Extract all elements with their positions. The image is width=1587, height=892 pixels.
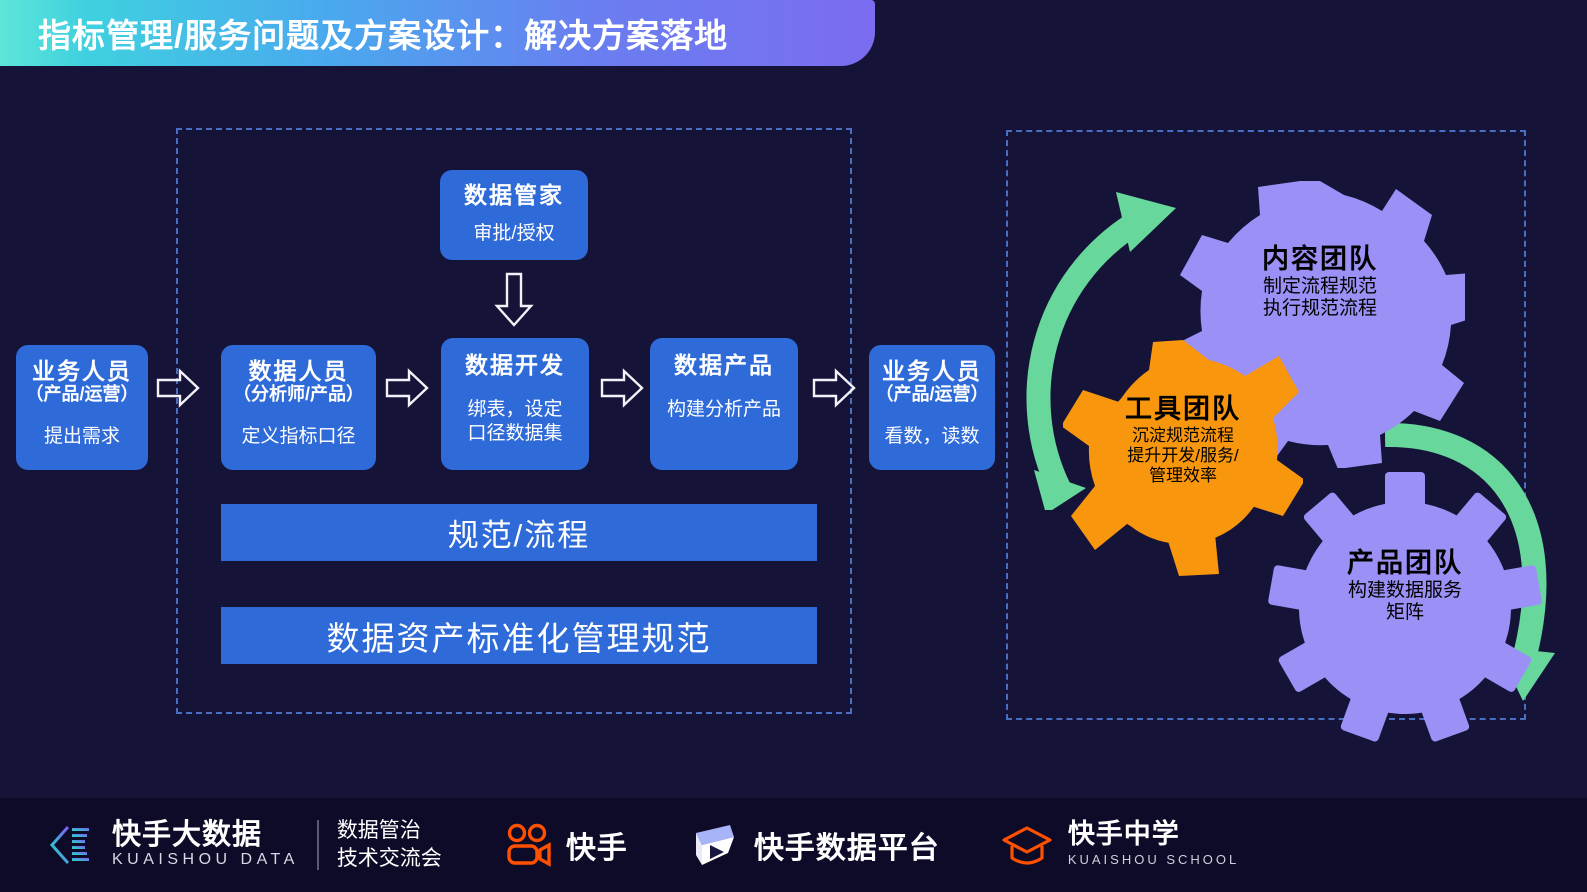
title-banner: 指标管理/服务问题及方案设计：解决方案落地 (0, 0, 875, 66)
page-title: 指标管理/服务问题及方案设计：解决方案落地 (38, 17, 729, 54)
flow-box-desc-line1: 绑表，设定 (467, 399, 563, 421)
logo-wordmark-cn: 快手 (565, 832, 628, 865)
logo-kuaishou-data-platform: 快手数据平台 (688, 821, 940, 869)
flow-box-desc-line2: 口径数据集 (467, 423, 563, 445)
flow-box-title: 数据产品 (674, 352, 774, 378)
event-name-line2: 技术交流会 (336, 847, 442, 870)
bar-label: 数据资产标准化管理规范 (326, 619, 712, 657)
left-dashed-container (176, 128, 852, 714)
green-arc-up-icon (1026, 192, 1176, 510)
flow-box-desc: 定义指标口径 (241, 426, 356, 448)
gear-shape-icon (1268, 472, 1542, 742)
kuaishou-data-platform-logo-icon (695, 825, 734, 865)
bar-data-asset-standard[interactable]: 数据资产标准化管理规范 (221, 607, 817, 664)
kuaishou-logo-icon (507, 823, 551, 867)
logo-wordmark-en: KUAISHOU DATA (112, 851, 299, 869)
right-arrow-outline-icon (156, 368, 200, 408)
flow-box-title: 业务人员 (32, 358, 132, 384)
flow-box-title: 数据人员 (248, 358, 349, 384)
gear-desc-line2: 执行规范流程 (1262, 298, 1377, 320)
kuaishou-data-logo-icon (47, 826, 89, 864)
logo-wordmark-cn: 快手大数据 (112, 818, 263, 851)
logo-kuaishou-school: 快手中学 KUAISHOU SCHOOL (1000, 820, 1239, 869)
right-arrow-outline-icon (812, 368, 856, 408)
gear-label-group: 产品团队 构建数据服务 矩阵 (1265, 548, 1545, 625)
gear-tool-team[interactable]: 工具团队 沉淀规范流程 提升开发/服务/ 管理效率 (1061, 338, 1305, 578)
flow-box-title: 数据管家 (464, 182, 564, 208)
event-name-line1: 数据管治 (336, 819, 421, 843)
right-arrow-outline-icon (600, 368, 644, 408)
flow-box-title: 业务人员 (882, 358, 982, 384)
flow-box-data-personnel[interactable]: 数据人员 （分析师/产品） 定义指标口径 (221, 345, 376, 470)
gear-label-group: 内容团队 制定流程规范 执行规范流程 (1175, 244, 1465, 321)
footer-bar: 快手大数据 KUAISHOU DATA 数据管治 技术交流会 快手 (0, 798, 1587, 892)
flow-box-desc: 提出需求 (43, 426, 120, 448)
gear-desc-line1: 沉淀规范流程 (1132, 425, 1234, 445)
gear-label-group: 工具团队 沉淀规范流程 提升开发/服务/ 管理效率 (1063, 394, 1303, 486)
flow-box-title: 数据开发 (465, 352, 565, 378)
gear-desc-line2: 提升开发/服务/ (1127, 445, 1239, 465)
flow-box-desc: 看数，读数 (884, 426, 980, 448)
gear-desc-line1: 制定流程规范 (1262, 275, 1377, 297)
flow-box-data-product[interactable]: 数据产品 构建分析产品 (650, 338, 798, 470)
logo-wordmark-en: KUAISHOU SCHOOL (1067, 852, 1240, 868)
flow-box-data-development[interactable]: 数据开发 绑表，设定 口径数据集 (441, 338, 589, 470)
flow-box-business-left[interactable]: 业务人员 （产品/运营） 提出需求 (16, 345, 148, 470)
flow-box-desc: 构建分析产品 (666, 399, 781, 421)
bar-process-standard[interactable]: 规范/流程 (221, 504, 817, 561)
right-dashed-container (1006, 130, 1526, 720)
right-arrow-outline-icon (385, 368, 429, 408)
logo-wordmark-cn: 快手数据平台 (753, 832, 940, 865)
gear-product-team[interactable]: 产品团队 构建数据服务 矩阵 (1265, 468, 1545, 748)
flow-box-subtitle: （产品/运营） (875, 384, 989, 405)
gear-desc-line3: 管理效率 (1149, 465, 1217, 485)
divider (316, 820, 319, 870)
flow-box-business-right[interactable]: 业务人员 （产品/运营） 看数，读数 (869, 345, 995, 470)
logo-kuaishou: 快手 (504, 823, 628, 867)
gear-title: 产品团队 (1347, 548, 1463, 578)
graduation-cap-icon (1002, 826, 1052, 865)
down-arrow-outline-icon (494, 272, 534, 327)
gear-title: 内容团队 (1262, 244, 1378, 274)
bar-label: 规范/流程 (447, 518, 591, 553)
logo-wordmark-cn: 快手中学 (1067, 819, 1180, 850)
flow-box-desc: 审批/授权 (473, 223, 555, 245)
flow-box-subtitle: （产品/运营） (25, 384, 139, 405)
flow-box-data-steward[interactable]: 数据管家 审批/授权 (440, 170, 588, 260)
gear-desc-line1: 构建数据服务 (1347, 579, 1462, 601)
flow-box-subtitle: （分析师/产品） (232, 384, 364, 405)
gear-shape-icon (1061, 340, 1305, 576)
gear-title: 工具团队 (1125, 394, 1241, 424)
logo-kuaishou-data: 快手大数据 KUAISHOU DATA 数据管治 技术交流会 (42, 817, 442, 873)
gear-desc-line2: 矩阵 (1385, 602, 1424, 624)
